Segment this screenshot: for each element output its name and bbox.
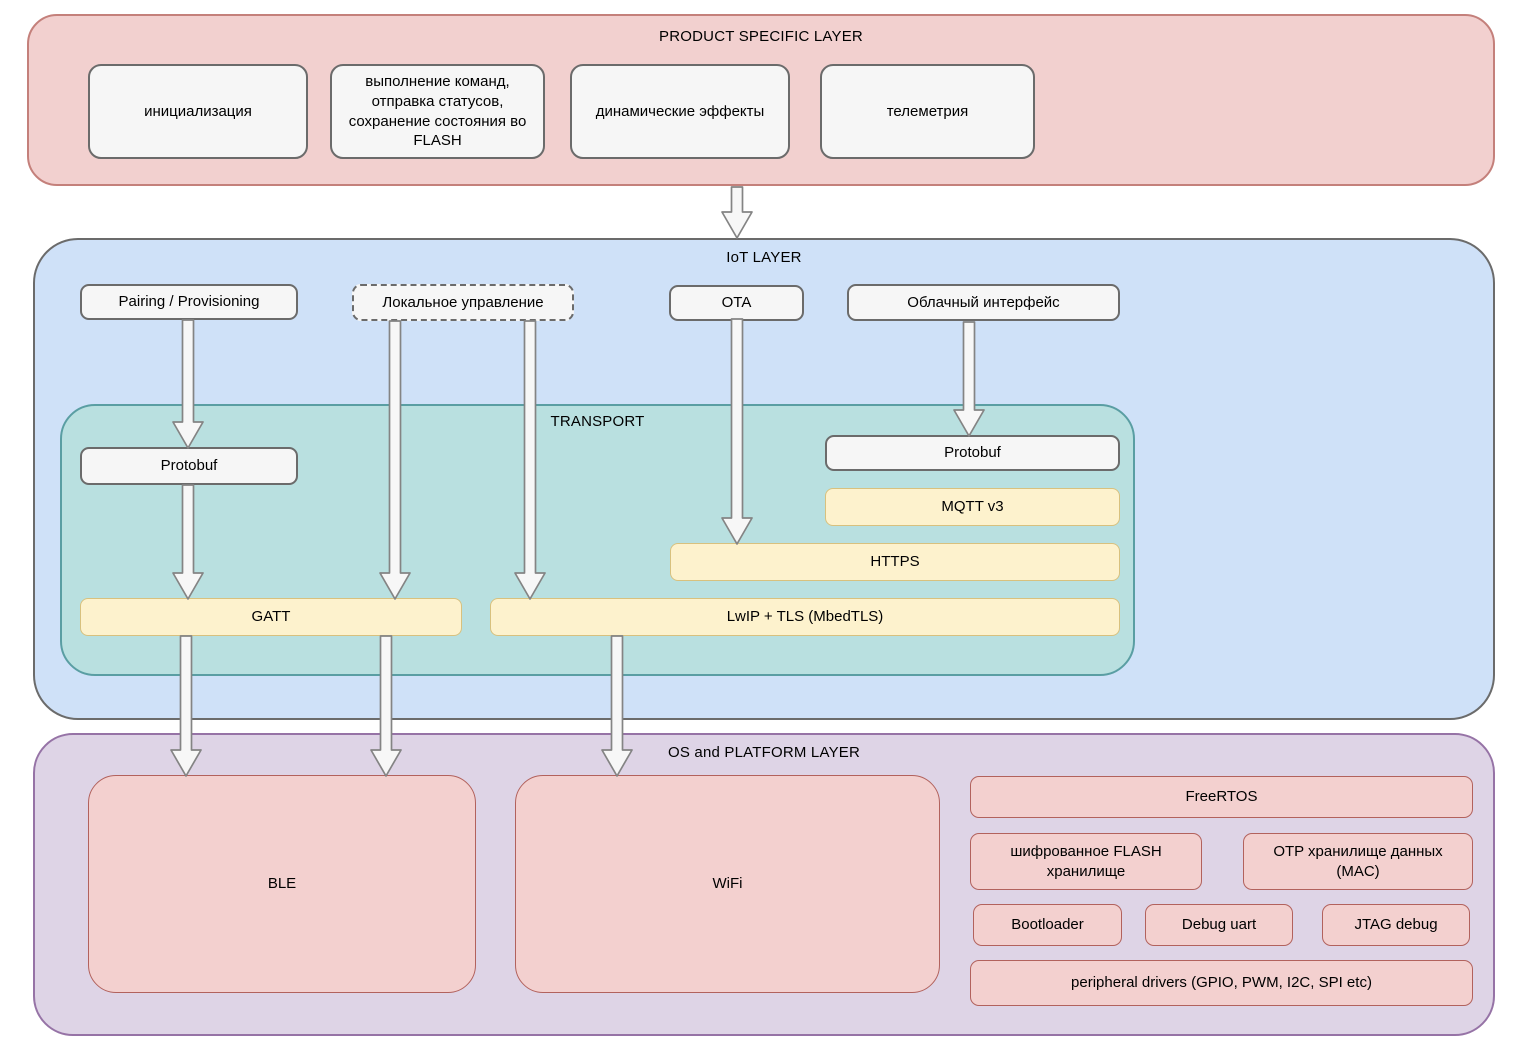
box-freertos: FreeRTOS: [970, 776, 1473, 818]
product-layer-title: PRODUCT SPECIFIC LAYER: [659, 28, 863, 45]
box-jtag-debug: JTAG debug: [1322, 904, 1470, 946]
box-initialization: инициализация: [88, 64, 308, 159]
box-protobuf-left: Protobuf: [80, 447, 298, 485]
box-pairing-provisioning: Pairing / Provisioning: [80, 284, 298, 320]
box-otp-storage: OTP хранилище данных (MAC): [1243, 833, 1473, 890]
box-ble: BLE: [88, 775, 476, 993]
box-command-execution: выполнение команд, отправка статусов, со…: [330, 64, 545, 159]
iot-layer-title: IoT LAYER: [726, 249, 802, 266]
box-peripheral-drivers: peripheral drivers (GPIO, PWM, I2C, SPI …: [970, 960, 1473, 1006]
box-lwip-tls: LwIP + TLS (MbedTLS): [490, 598, 1120, 636]
box-bootloader: Bootloader: [973, 904, 1122, 946]
box-https: HTTPS: [670, 543, 1120, 581]
box-protobuf-right: Protobuf: [825, 435, 1120, 471]
box-local-control: Локальное управление: [352, 284, 574, 321]
box-mqtt: MQTT v3: [825, 488, 1120, 526]
box-flash-storage: шифрованное FLASH хранилище: [970, 833, 1202, 890]
box-debug-uart: Debug uart: [1145, 904, 1293, 946]
box-gatt: GATT: [80, 598, 462, 636]
box-telemetry: телеметрия: [820, 64, 1035, 159]
arrow-product-to-iot: [721, 186, 753, 239]
box-ota: OTA: [669, 285, 804, 321]
box-wifi: WiFi: [515, 775, 940, 993]
box-dynamic-effects: динамические эффекты: [570, 64, 790, 159]
transport-layer-title: TRANSPORT: [550, 413, 645, 430]
os-layer-title: OS and PLATFORM LAYER: [667, 744, 861, 761]
box-cloud-interface: Облачный интерфейс: [847, 284, 1120, 321]
